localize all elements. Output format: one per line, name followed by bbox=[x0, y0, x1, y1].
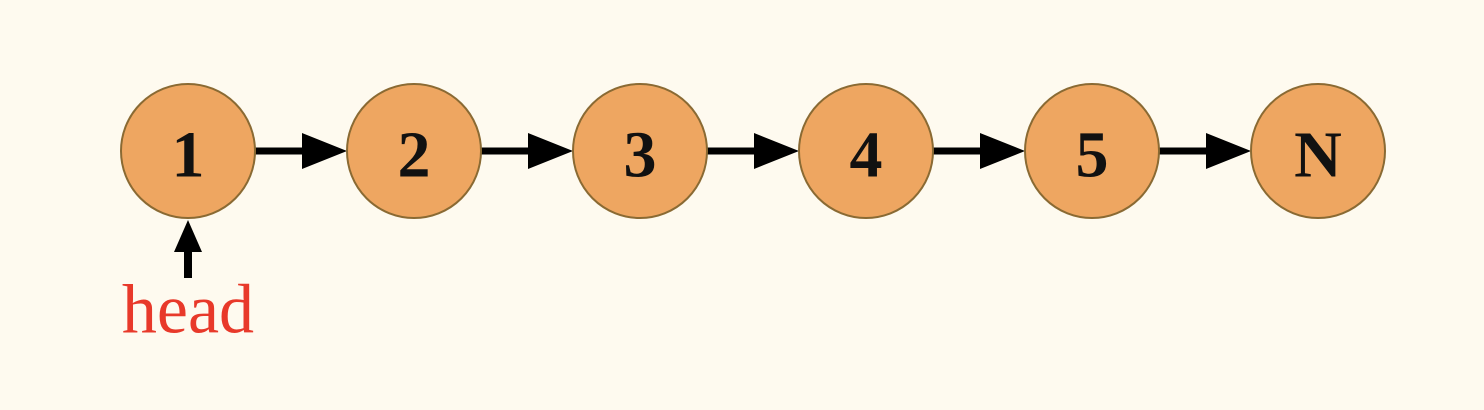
edge-arrowhead bbox=[754, 133, 799, 169]
head-label: head bbox=[122, 272, 254, 349]
list-node: 3 bbox=[572, 83, 708, 219]
edge-arrowhead bbox=[302, 133, 347, 169]
edge-arrowhead bbox=[980, 133, 1025, 169]
node-circle bbox=[120, 83, 256, 219]
list-node: 5 bbox=[1024, 83, 1160, 219]
list-node: N bbox=[1250, 83, 1386, 219]
list-node: 1 bbox=[120, 83, 256, 219]
node-circle bbox=[1250, 83, 1386, 219]
head-pointer: head bbox=[122, 220, 254, 349]
node-label: 5 bbox=[1076, 119, 1109, 192]
edge-arrowhead bbox=[528, 133, 573, 169]
node-label: 3 bbox=[624, 119, 657, 192]
edge-arrowhead bbox=[1206, 133, 1251, 169]
node-circle bbox=[1024, 83, 1160, 219]
node-circle bbox=[572, 83, 708, 219]
node-layer: 1 2 3 4 5 N bbox=[120, 83, 1386, 219]
head-pointer-arrow bbox=[174, 220, 202, 278]
list-node: 4 bbox=[798, 83, 934, 219]
node-label: 2 bbox=[398, 119, 431, 192]
node-label: N bbox=[1294, 119, 1342, 192]
list-node: 2 bbox=[346, 83, 482, 219]
edge-layer bbox=[255, 133, 1251, 169]
node-circle bbox=[346, 83, 482, 219]
node-circle bbox=[798, 83, 934, 219]
node-label: 1 bbox=[172, 119, 205, 192]
node-label: 4 bbox=[850, 119, 883, 192]
